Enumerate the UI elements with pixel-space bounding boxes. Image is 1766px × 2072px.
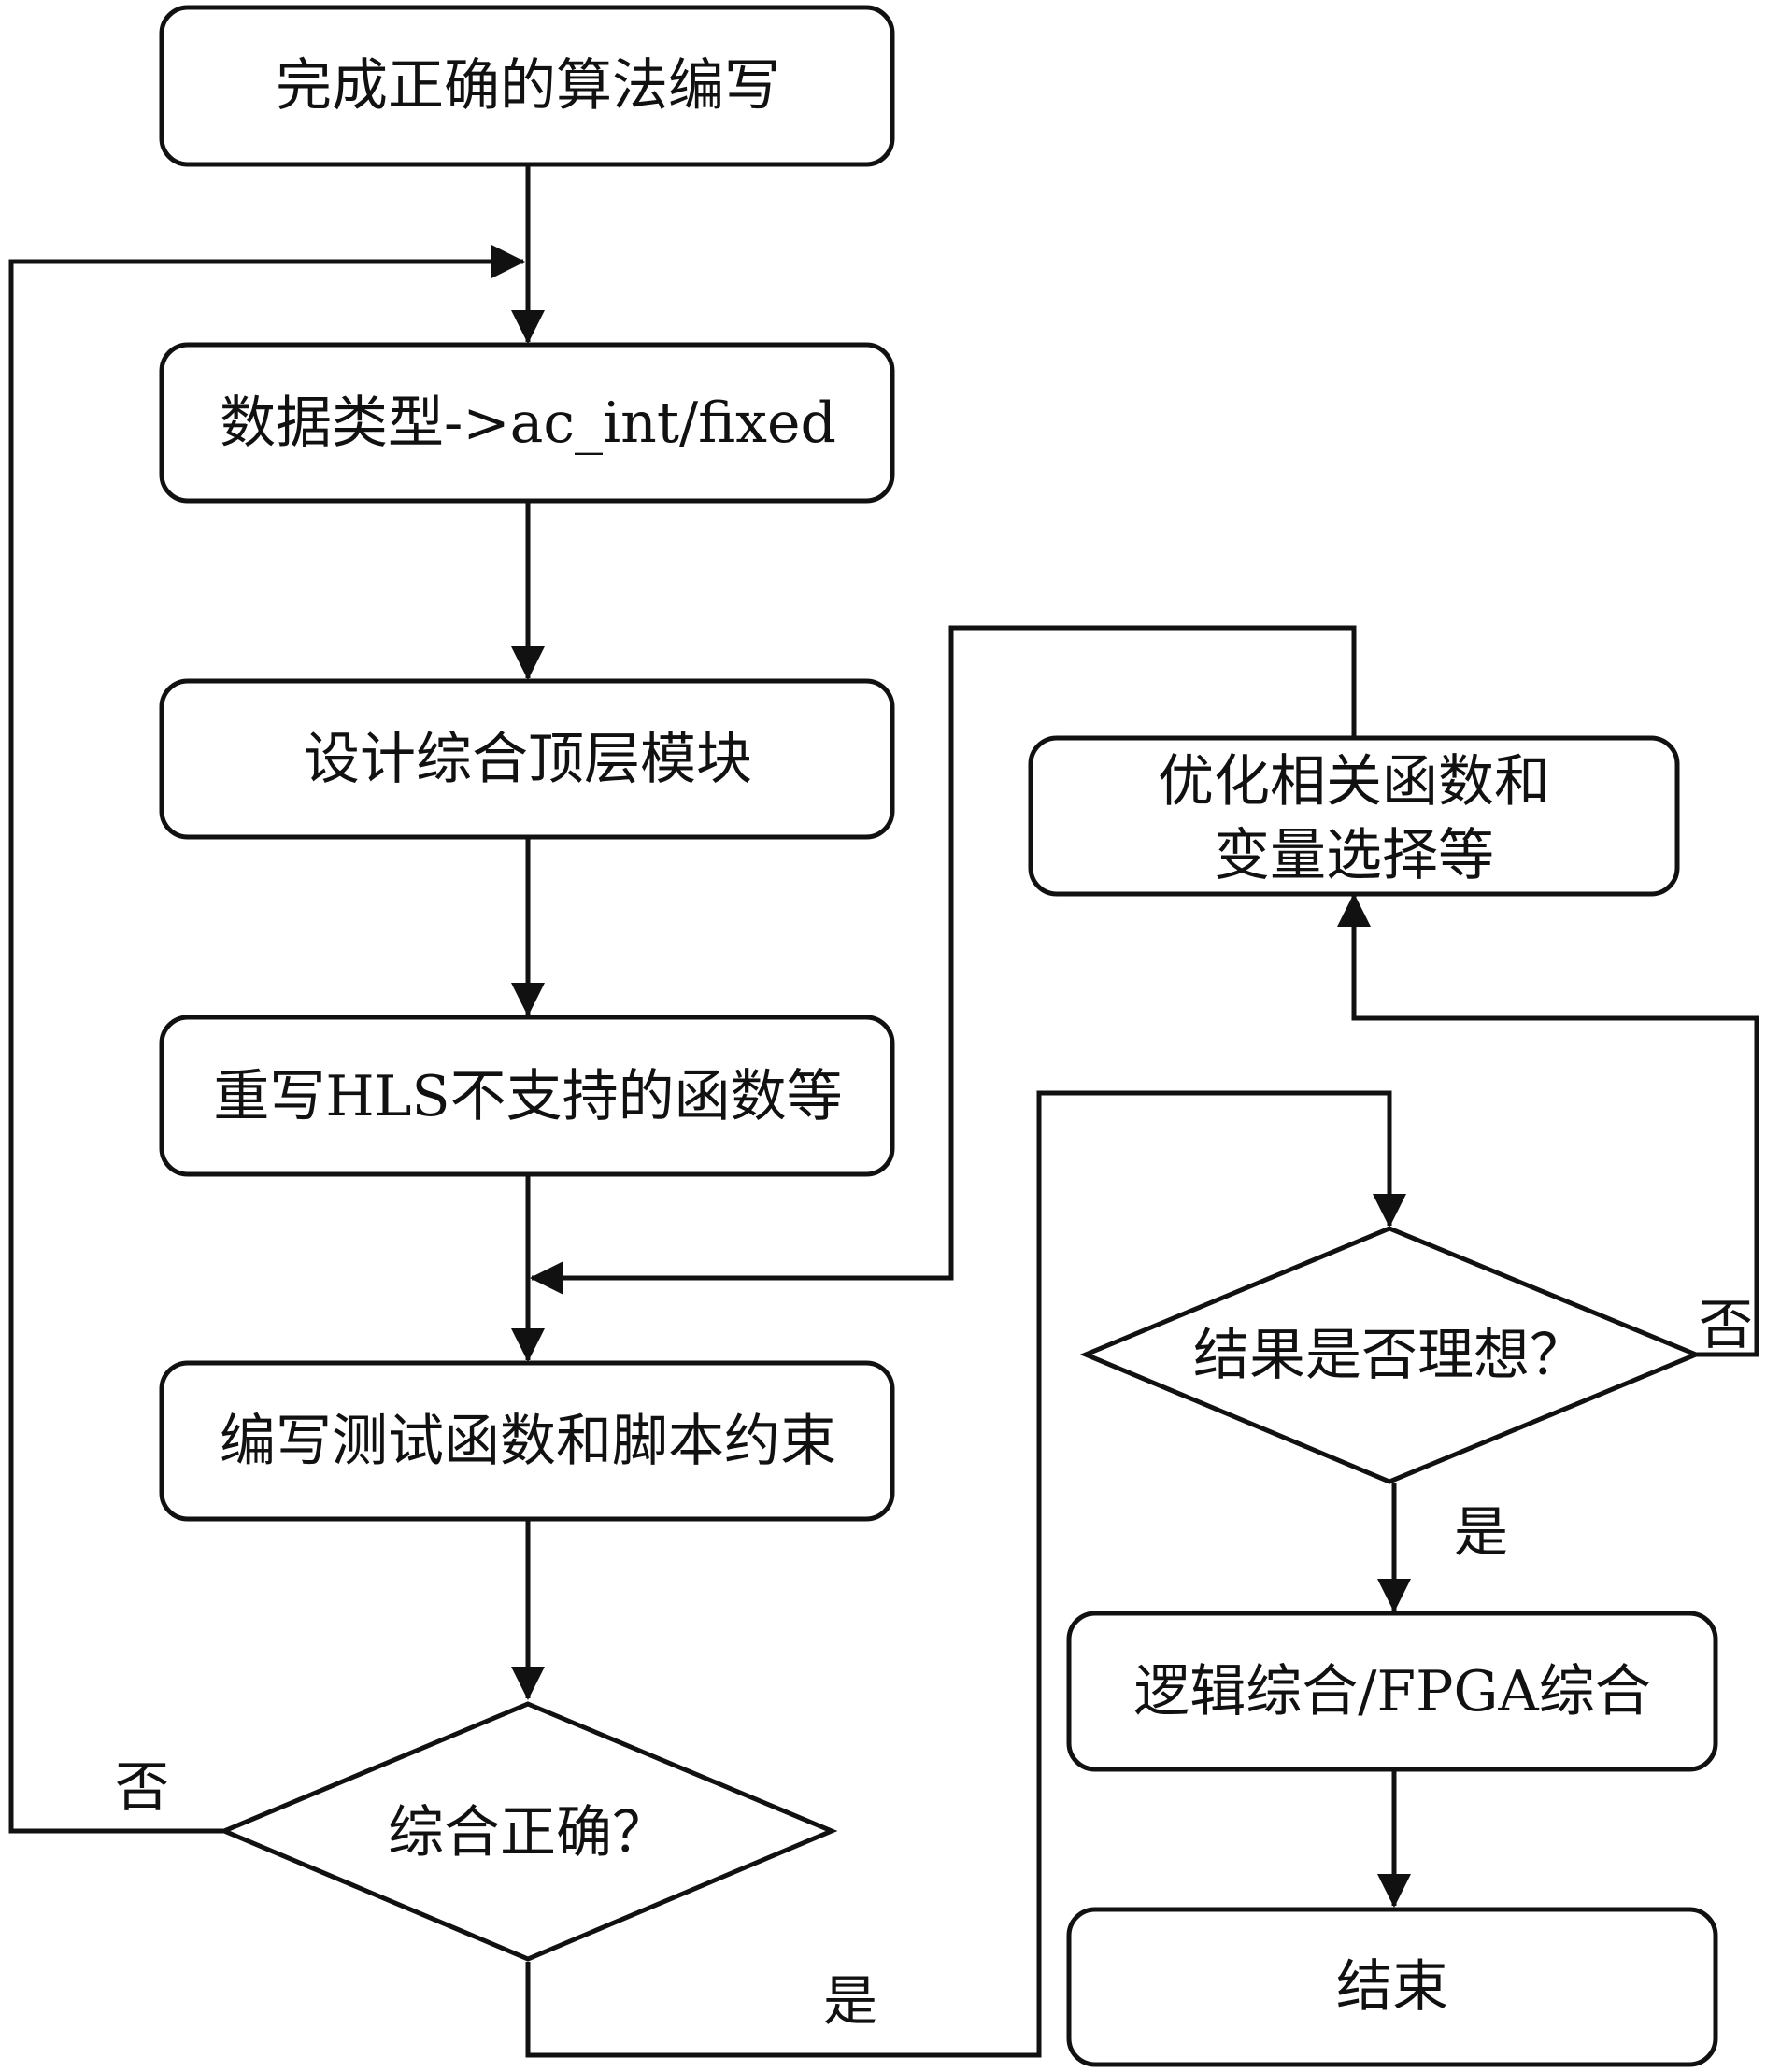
- process-n4-label: 重写HLS不支持的函数等: [213, 1064, 842, 1129]
- edge-opt-back-to-main: [530, 625, 1357, 1295]
- decision-d2: 结果是否理想？: [1079, 1226, 1702, 1484]
- decision-d1-label: 综合正确？: [388, 1800, 668, 1866]
- process-n3: 设计综合顶层模块: [159, 678, 895, 840]
- process-n5-label: 编写测试函数和脚本约束: [220, 1409, 836, 1474]
- process-n1-label: 完成正确的算法编写: [276, 53, 780, 119]
- process-optimize: 优化相关函数和 变量选择等: [1028, 735, 1680, 897]
- process-n4: 重写HLS不支持的函数等: [159, 1015, 895, 1177]
- edge-d1-yes-to-d2: [525, 1090, 1406, 2058]
- process-n3-label: 设计综合顶层模块: [304, 727, 752, 792]
- process-n2: 数据类型->ac_int/fixed: [159, 342, 895, 504]
- process-n7-label: 结束: [1336, 1954, 1448, 2020]
- process-optimize-label-line1: 优化相关函数和: [1158, 749, 1550, 815]
- process-n1: 完成正确的算法编写: [159, 5, 895, 167]
- decision-d2-label: 结果是否理想？: [1193, 1323, 1586, 1388]
- edge-label-d2-no: 否: [1699, 1293, 1753, 1356]
- process-n6-label: 逻辑综合/FPGA综合: [1133, 1659, 1650, 1724]
- process-n6: 逻辑综合/FPGA综合: [1066, 1611, 1718, 1772]
- edge-d2-no-to-opt: [1337, 893, 1759, 1357]
- edge-label-d1-yes: 是: [823, 1969, 877, 2033]
- edge-label-d2-yes: 是: [1454, 1500, 1508, 1564]
- edge-d1-no-loop: [8, 245, 525, 1834]
- edge-label-d1-no: 否: [115, 1755, 169, 1819]
- process-n7: 结束: [1066, 1907, 1718, 2067]
- process-n5: 编写测试函数和脚本约束: [159, 1360, 895, 1522]
- decision-d1: 综合正确？: [218, 1701, 838, 1962]
- process-n2-label: 数据类型->ac_int/fixed: [220, 390, 836, 456]
- connectors: [8, 165, 1759, 2058]
- process-optimize-label-line2: 变量选择等: [1214, 823, 1494, 888]
